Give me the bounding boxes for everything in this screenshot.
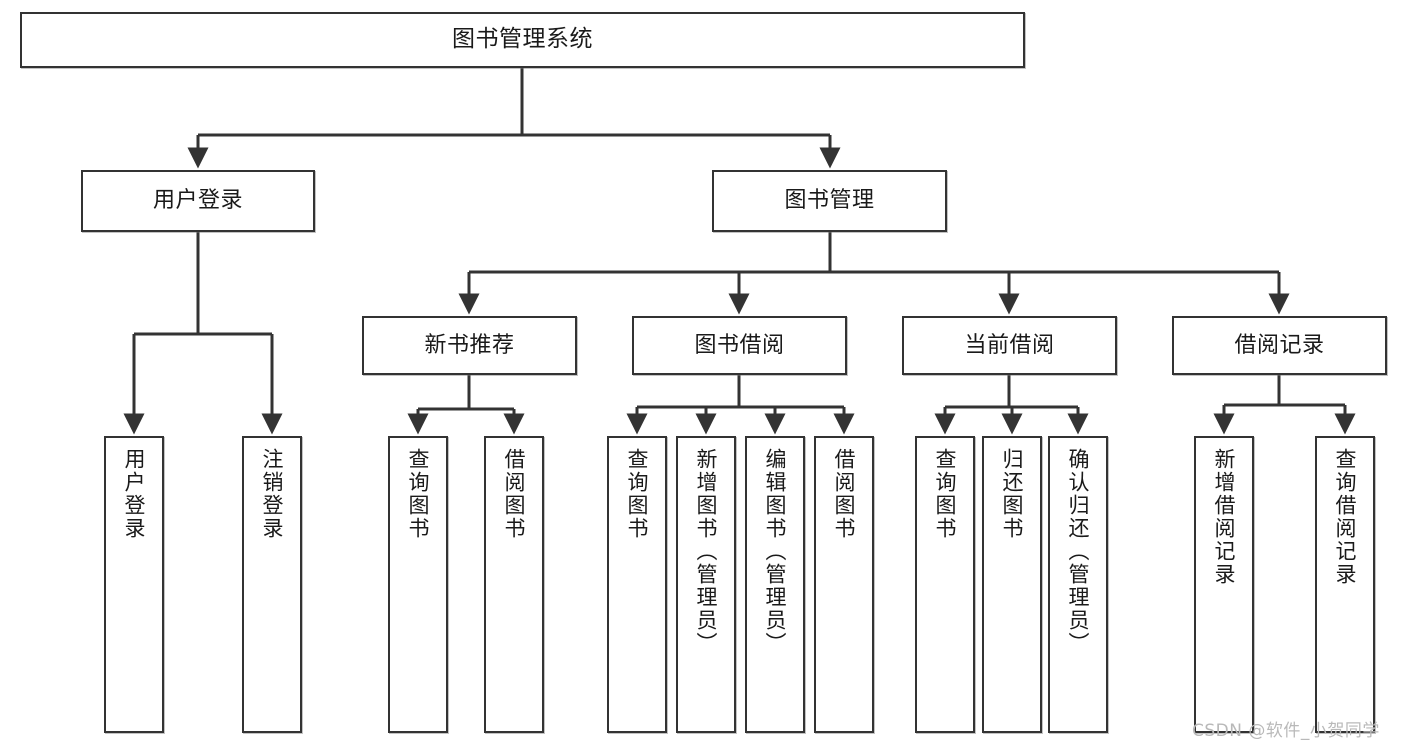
leaf-current-borrow-return[interactable]: 归还图书 <box>982 436 1042 733</box>
leaf-user-login-logout[interactable]: 注销登录 <box>242 436 302 733</box>
node-label: 图书管理系统 <box>452 26 593 53</box>
node-label: 图书管理 <box>784 188 875 214</box>
leaf-book-borrow-add[interactable]: 新增图书（管理员） <box>676 436 736 733</box>
node-label: 用户登录 <box>122 448 147 540</box>
node-label: 归还图书 <box>1000 448 1025 540</box>
node-label: 注销登录 <box>260 448 285 540</box>
node-label: 借阅图书 <box>832 448 857 540</box>
node-current-borrow[interactable]: 当前借阅 <box>902 316 1117 375</box>
leaf-current-borrow-confirm-return[interactable]: 确认归还（管理员） <box>1048 436 1108 733</box>
csdn-watermark: CSDN @软件_小贺同学 <box>1192 721 1380 741</box>
leaf-borrow-record-query[interactable]: 查询借阅记录 <box>1315 436 1375 733</box>
node-label: 图书借阅 <box>694 332 785 358</box>
node-book-borrow[interactable]: 图书借阅 <box>632 316 847 375</box>
node-user-login[interactable]: 用户登录 <box>81 170 315 232</box>
node-label: 新增图书（管理员） <box>694 448 719 655</box>
leaf-book-borrow-query[interactable]: 查询图书 <box>607 436 667 733</box>
leaf-current-borrow-query[interactable]: 查询图书 <box>915 436 975 733</box>
leaf-new-book-query[interactable]: 查询图书 <box>388 436 448 733</box>
node-label: 借阅记录 <box>1234 332 1325 358</box>
node-label: 新书推荐 <box>424 332 515 358</box>
node-borrow-record[interactable]: 借阅记录 <box>1172 316 1387 375</box>
leaf-new-book-borrow[interactable]: 借阅图书 <box>484 436 544 733</box>
node-label: 查询借阅记录 <box>1333 448 1358 586</box>
node-new-book-recommend[interactable]: 新书推荐 <box>362 316 577 375</box>
leaf-book-borrow-borrow[interactable]: 借阅图书 <box>814 436 874 733</box>
node-label: 用户登录 <box>152 188 243 214</box>
node-label: 查询图书 <box>625 448 650 540</box>
node-label: 查询图书 <box>933 448 958 540</box>
leaf-book-borrow-edit[interactable]: 编辑图书（管理员） <box>745 436 805 733</box>
node-label: 当前借阅 <box>964 332 1055 358</box>
node-label: 借阅图书 <box>502 448 527 540</box>
node-label: 确认归还（管理员） <box>1066 448 1091 655</box>
node-label: 查询图书 <box>406 448 431 540</box>
leaf-user-login-login[interactable]: 用户登录 <box>104 436 164 733</box>
leaf-borrow-record-add[interactable]: 新增借阅记录 <box>1194 436 1254 733</box>
node-root-system[interactable]: 图书管理系统 <box>20 12 1025 68</box>
node-label: 新增借阅记录 <box>1212 448 1237 586</box>
node-book-management[interactable]: 图书管理 <box>712 170 947 232</box>
node-label: 编辑图书（管理员） <box>763 448 788 655</box>
